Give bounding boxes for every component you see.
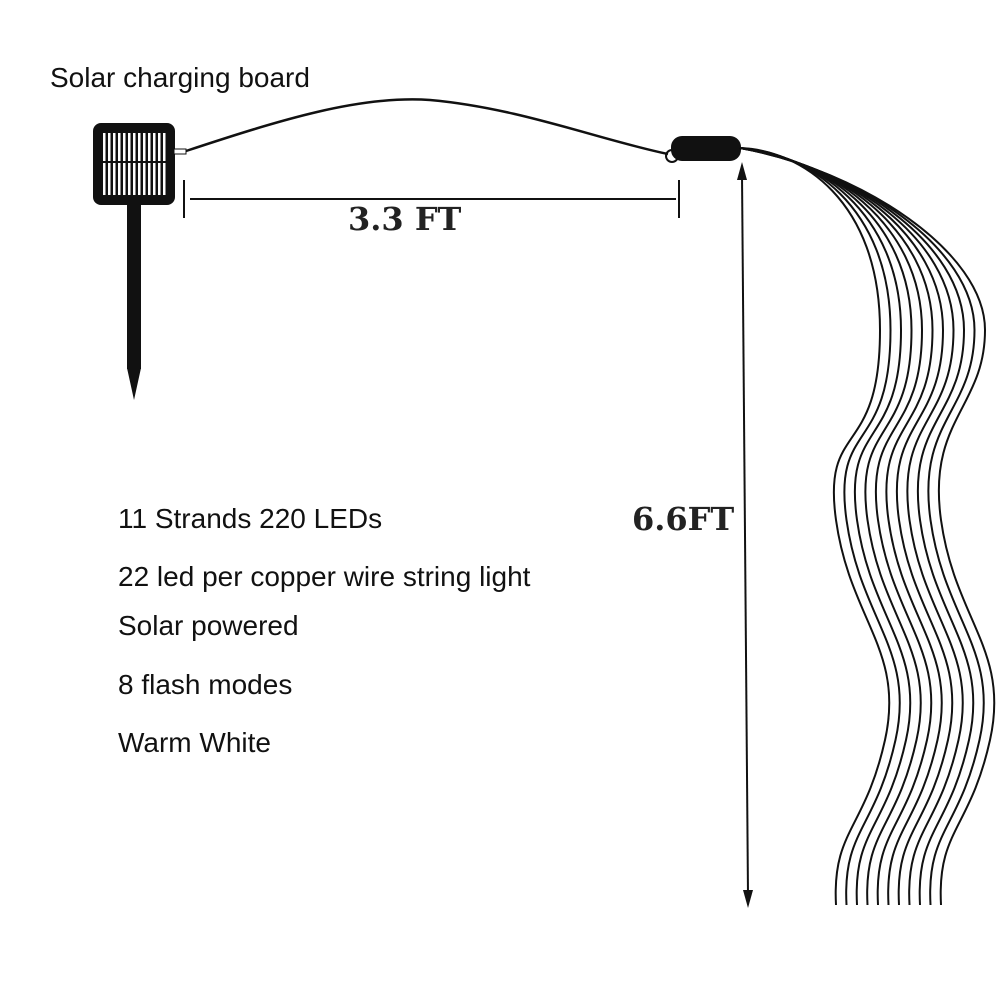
light-strand [739,147,964,906]
controller-box [665,136,741,163]
cable [185,98,669,156]
light-strand [739,147,996,906]
light-strand [739,147,922,906]
feature-flash-modes: 8 flash modes [118,669,293,700]
strand-length-label: 6.6FT [632,500,735,538]
feature-color: Warm White [118,727,271,758]
light-strand [739,147,901,906]
light-strand [739,147,954,906]
light-strands [739,147,996,906]
light-strand [739,147,891,906]
light-strand [739,147,912,906]
solar-panel-icon [93,123,187,400]
feature-leds-per-wire: 22 led per copper wire string light [118,561,531,592]
light-strand [739,147,933,906]
feature-solar-powered: Solar powered [118,610,299,641]
vertical-dimension-arrow [737,162,753,908]
light-strand [739,147,975,906]
light-strand [739,147,943,906]
light-strand [739,147,985,906]
cable-length-label: 3.3 FT [348,200,462,238]
solar-board-label: Solar charging board [50,62,310,93]
feature-strands: 11 Strands 220 LEDs [118,503,383,534]
horizontal-dimension-line [183,180,680,218]
